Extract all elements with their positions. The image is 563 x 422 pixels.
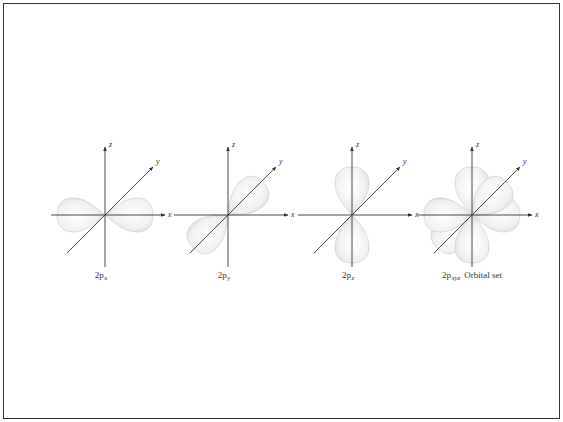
axis-label: z bbox=[476, 141, 479, 149]
orbital-label: 2p bbox=[95, 271, 104, 280]
axis-label: y bbox=[523, 158, 527, 166]
px-orbital bbox=[51, 147, 165, 267]
axis-label: y bbox=[156, 158, 160, 166]
py-orbital bbox=[174, 147, 288, 267]
orbital-subscript: y bbox=[227, 275, 230, 282]
axis-label: z bbox=[232, 141, 235, 149]
orbital-subscript: x bbox=[104, 275, 107, 282]
axis-label: z bbox=[356, 141, 359, 149]
axis-label: x bbox=[415, 211, 419, 219]
axis-label: y bbox=[403, 158, 407, 166]
axis-label: x bbox=[291, 211, 295, 219]
caption-text: Orbital set bbox=[464, 271, 502, 280]
pz-orbital bbox=[298, 147, 412, 267]
axis-label: x bbox=[168, 211, 172, 219]
orbital-subscript: xyz bbox=[451, 275, 460, 282]
orbital-label: 2p bbox=[218, 271, 227, 280]
axis-label: y bbox=[279, 158, 283, 166]
orbital-subscript: z bbox=[351, 275, 354, 282]
orbital-label: 2p bbox=[342, 271, 351, 280]
orbital-label: 2p bbox=[442, 271, 451, 280]
p-orbital-set bbox=[418, 147, 532, 267]
axis-label: x bbox=[535, 211, 539, 219]
frame bbox=[4, 4, 560, 419]
axis-label: z bbox=[109, 141, 112, 149]
